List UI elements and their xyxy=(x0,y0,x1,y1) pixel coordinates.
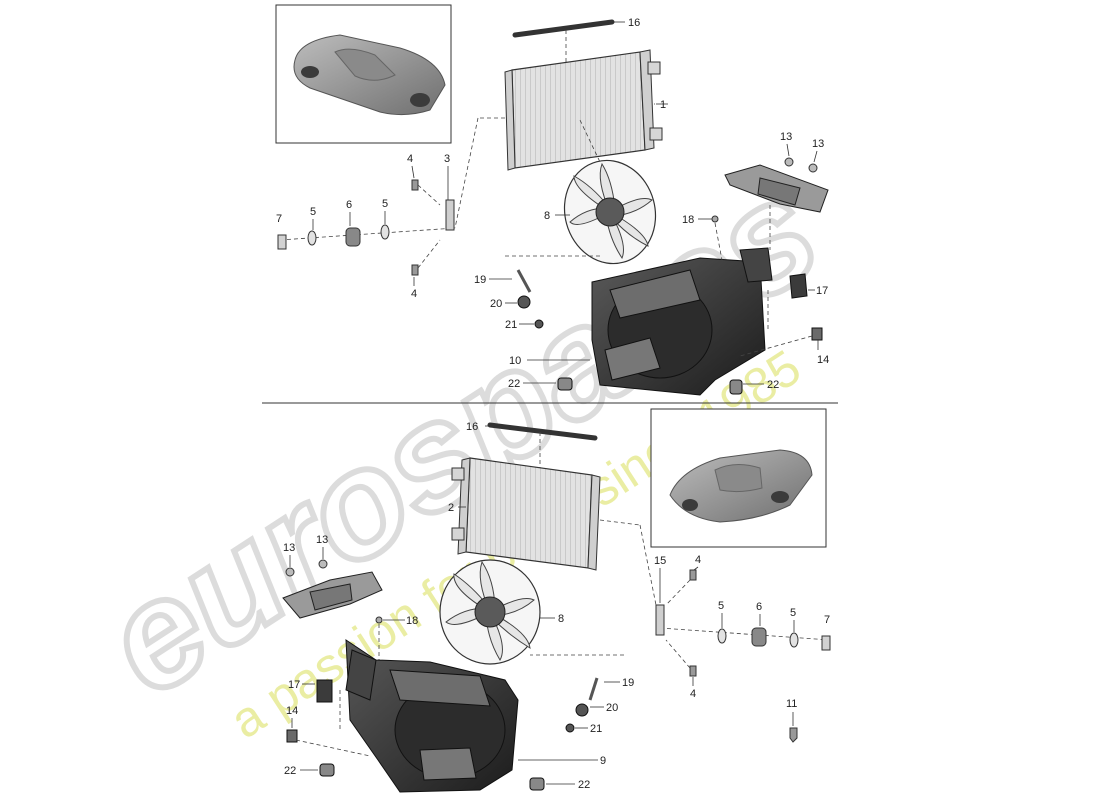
callout-bolt-upper-bottom: 4 xyxy=(695,554,701,566)
radiator: 1 xyxy=(504,49,668,171)
callout-drain-right-bottom: 22 xyxy=(578,779,590,791)
car-thumbnail-bottom xyxy=(650,408,827,548)
callout-washer-b-bottom: 5 xyxy=(790,607,796,619)
callout-duct-seal-bottom: 14 xyxy=(286,705,298,717)
callout-drain-left-bottom: 22 xyxy=(284,765,296,777)
drains: 22 22 xyxy=(508,377,779,395)
callout-radiator-bottom: 2 xyxy=(448,502,454,514)
callout-seal-strip-bottom: 16 xyxy=(466,421,478,433)
screw: 18 xyxy=(682,214,723,261)
duct-seal-bottom: 14 xyxy=(286,705,371,757)
callout-shroud-bottom: 9 xyxy=(600,755,606,767)
car-icon xyxy=(669,449,813,523)
callout-bracket-bottom: 15 xyxy=(654,555,666,567)
callout-nut-b-bottom: 13 xyxy=(316,534,328,546)
callout-nut-b: 13 xyxy=(812,138,824,150)
single-bolt: 11 xyxy=(786,698,798,743)
mount-hardware-bottom: 15 4 4 5 6 5 7 xyxy=(654,554,831,700)
callout-bolt-upper: 4 xyxy=(407,153,413,165)
callout-nut-a-bottom: 13 xyxy=(283,542,295,554)
callout-screw-bottom: 18 xyxy=(406,615,418,627)
callout-fan: 8 xyxy=(544,210,550,222)
callout-drain-left: 22 xyxy=(508,378,520,390)
stud-assembly: 19 20 21 xyxy=(474,255,600,331)
car-icon xyxy=(293,34,446,116)
callout-bolt-lower-bottom: 4 xyxy=(690,688,696,700)
callout-shroud: 10 xyxy=(509,355,521,367)
callout-clip-holder-bottom: 17 xyxy=(288,679,300,691)
callout-bush-bottom: 20 xyxy=(606,702,618,714)
clip-holder: 17 xyxy=(767,273,828,330)
callout-clip: 7 xyxy=(276,213,282,225)
bottom-section: 16 2 xyxy=(282,408,831,793)
clip-holder-bottom: 17 xyxy=(288,679,341,730)
screw-bottom: 18 xyxy=(375,615,418,660)
callout-nut-a: 13 xyxy=(780,131,792,143)
fan-bottom: 8 xyxy=(439,559,564,665)
callout-washer-a: 5 xyxy=(310,206,316,218)
callout-clip-bottom: 7 xyxy=(824,614,830,626)
top-section: 16 1 3 4 xyxy=(275,4,829,396)
stud-assembly-bottom: 19 20 21 xyxy=(530,654,634,735)
callout-bracket: 3 xyxy=(444,153,450,165)
callout-stud-bottom: 19 xyxy=(622,677,634,689)
callout-stud: 19 xyxy=(474,274,486,286)
callout-duct-seal: 14 xyxy=(817,354,829,366)
callout-screw: 18 xyxy=(682,214,694,226)
callout-clip-holder: 17 xyxy=(816,285,828,297)
callout-nut-small: 21 xyxy=(505,319,517,331)
callout-drain-right: 22 xyxy=(767,379,779,391)
seal-strip: 16 xyxy=(512,17,640,62)
callout-bush: 20 xyxy=(490,298,502,310)
radiator-bottom: 2 xyxy=(448,457,661,626)
drains-bottom: 22 22 xyxy=(284,763,590,791)
shroud-bottom: 9 xyxy=(345,639,606,793)
callout-grommet-bottom: 6 xyxy=(756,601,762,613)
seal-strip-bottom: 16 xyxy=(466,421,598,468)
callout-bolt-lower: 4 xyxy=(411,288,417,300)
shroud: 10 xyxy=(509,247,773,396)
duct-seal: 14 xyxy=(739,327,829,366)
callout-radiator: 1 xyxy=(660,99,666,111)
upper-bracket-bottom: 13 13 xyxy=(282,534,383,619)
mount-hardware: 3 4 4 7 5 6 5 xyxy=(276,117,505,300)
callout-fan-bottom: 8 xyxy=(558,613,564,625)
callout-seal-strip: 16 xyxy=(628,17,640,29)
upper-bracket: 13 13 xyxy=(724,131,829,250)
fan: 8 xyxy=(544,119,657,265)
callout-grommet: 6 xyxy=(346,199,352,211)
car-thumbnail-top xyxy=(275,4,452,144)
callout-bolt-single: 11 xyxy=(786,698,797,710)
callout-washer-a-bottom: 5 xyxy=(718,600,724,612)
callout-washer-b: 5 xyxy=(382,198,388,210)
callout-nut-small-bottom: 21 xyxy=(590,723,602,735)
